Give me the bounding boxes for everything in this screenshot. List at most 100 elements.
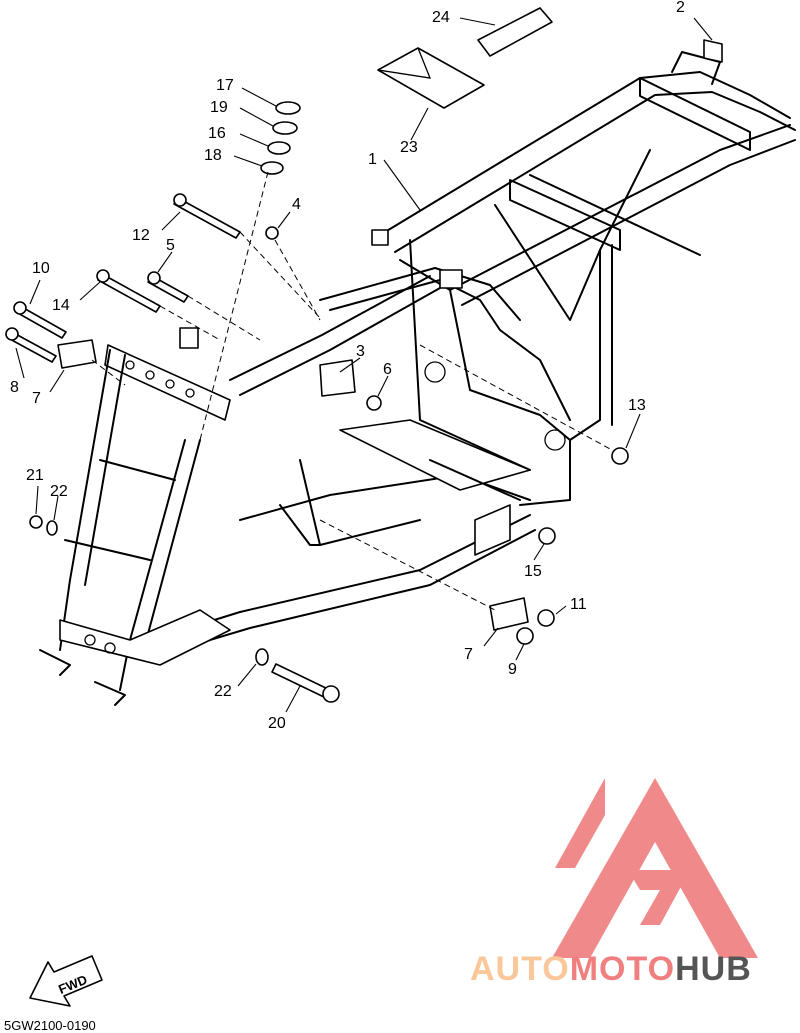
part-23-pouch	[377, 47, 485, 109]
callout-17: 17	[216, 77, 234, 94]
frame-rear-upright	[569, 249, 601, 441]
frame-front-plate	[104, 344, 231, 421]
diagram-part-code: 5GW2100-0190	[4, 1018, 96, 1033]
callout-22-right: 22	[214, 683, 232, 700]
callout-2: 2	[676, 0, 685, 16]
plate-hole	[125, 360, 135, 370]
guide-8	[91, 359, 126, 386]
callout-numbers: 1 2 3 4 5 6 7 7 8 9 10 11 12 13 14 15 16…	[10, 0, 685, 732]
callout-16: 16	[208, 125, 226, 142]
fwd-arrow: FWD	[29, 955, 103, 1007]
guide-14	[159, 305, 221, 341]
part-15-nut	[538, 527, 556, 545]
frame-front-downtube-left	[59, 349, 111, 651]
part-12-bolt-head	[173, 193, 187, 207]
part-7-plate-right	[489, 597, 529, 631]
logo-word-auto: AUTO	[470, 950, 570, 988]
part-4-bolt	[265, 226, 279, 240]
guide-18	[199, 171, 269, 441]
frame-front-downtube-right-inner	[144, 439, 201, 646]
frame-front-upper-tube	[239, 287, 441, 396]
callout-18: 18	[204, 147, 222, 164]
part-21-washer	[29, 515, 43, 529]
callout-12: 12	[132, 227, 150, 244]
callout-20: 20	[268, 715, 286, 732]
part-22-washer-right	[255, 648, 269, 666]
callout-9: 9	[508, 661, 517, 678]
part-10-bolt-head	[13, 301, 27, 315]
logo-word-hub: HUB	[675, 950, 752, 988]
part-18-bushing	[260, 161, 284, 175]
frame-pivot-boss-rear	[544, 429, 566, 451]
callout-11: 11	[570, 596, 587, 613]
fwd-arrow-shape	[29, 955, 103, 1007]
frame-gusset	[179, 327, 199, 349]
frame-mid-rail	[529, 174, 701, 256]
box-hole	[104, 642, 116, 654]
callout-23: 23	[400, 139, 418, 156]
frame-front-crossbrace	[99, 459, 176, 481]
callout-7-right: 7	[464, 646, 473, 663]
frame-skid-bar	[429, 459, 521, 501]
logo-triangle-left	[555, 778, 605, 868]
frame-top-rail-right	[449, 124, 791, 291]
frame-engine-mount-lower	[279, 504, 321, 546]
callout-24: 24	[432, 9, 450, 26]
logo-text: AUTOMOTOHUB	[470, 950, 752, 988]
plate-hole	[145, 370, 155, 380]
part-22-washer-left	[46, 520, 58, 536]
part-5-bolt-head	[147, 271, 161, 285]
frame-front-upper-tube-outer	[229, 275, 431, 381]
plate-hole	[185, 388, 195, 398]
guide-13	[419, 344, 613, 451]
callout-22-left: 22	[50, 483, 68, 500]
frame-diagonal-brace	[494, 149, 651, 321]
box-hole	[84, 634, 96, 646]
callout-13: 13	[628, 397, 646, 414]
callout-15: 15	[524, 563, 542, 580]
part-3-plate	[319, 359, 356, 397]
main-frame	[39, 51, 796, 706]
part-11-nut	[537, 609, 555, 627]
frame-front-downtube-left-inner	[84, 354, 126, 586]
plate-hole	[165, 379, 175, 389]
frame-lower-cross	[299, 459, 421, 546]
callout-7-left: 7	[32, 390, 41, 407]
callout-10: 10	[32, 260, 50, 277]
frame-rear-mount	[671, 51, 721, 85]
part-13-nut	[611, 447, 629, 465]
frame-gusset-top	[371, 229, 389, 246]
guide-5	[187, 295, 261, 341]
logo-word-moto: MOTO	[570, 950, 675, 988]
frame-top-rail-left	[379, 71, 791, 236]
frame-front-foot-right	[94, 681, 126, 706]
frame-front-foot-left	[39, 649, 71, 676]
callout-1: 1	[368, 151, 377, 168]
frame-engine-cradle-center	[409, 239, 531, 471]
part-20-bolt-head	[322, 685, 340, 703]
part-2-clip	[703, 39, 723, 63]
frame-pivot-boss	[424, 361, 446, 383]
callout-5: 5	[166, 237, 175, 254]
frame-top-rail-right-inner	[461, 139, 796, 306]
frame-lower-rail-right	[239, 474, 531, 521]
part-23-pouch-flap	[377, 47, 432, 79]
callout-14: 14	[52, 297, 70, 314]
frame-upper-loop	[329, 279, 571, 421]
part-8-bolt-head	[5, 327, 19, 341]
frame-top-rail-left-inner	[394, 91, 796, 253]
frame-mid-crossbar	[509, 179, 621, 251]
part-7-plate-left	[57, 339, 97, 369]
watermark-logo: AUTOMOTOHUB	[470, 778, 758, 988]
frame-gusset-upper	[439, 269, 463, 289]
part-20-bolt	[271, 663, 331, 699]
part-14-bolt-head	[96, 269, 110, 283]
callout-21: 21	[26, 467, 44, 484]
frame-front-lower-crossbrace	[64, 539, 151, 561]
part-17-bushing	[275, 101, 301, 115]
callout-3: 3	[356, 343, 365, 360]
part-16-bushing	[267, 141, 291, 155]
callout-6: 6	[383, 361, 392, 378]
